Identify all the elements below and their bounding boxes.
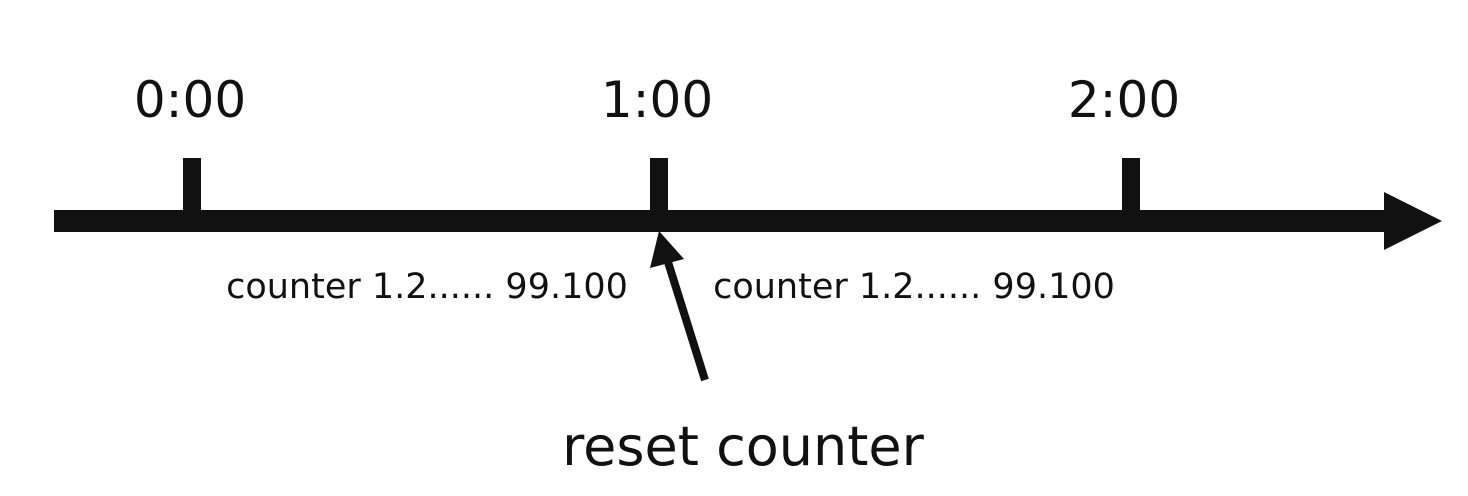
segment-label-1: counter 1.2...... 99.100 [713,267,1115,307]
tick-mark-2 [1122,158,1140,212]
tick-mark-1 [650,158,668,212]
callout-arrow-shaft [664,260,709,382]
timeline-axis [54,210,1394,232]
tick-label-0: 0:00 [134,71,246,129]
tick-mark-0 [183,158,201,212]
callout-arrow-head [650,231,684,268]
tick-label-1: 1:00 [601,71,713,129]
tick-label-2: 2:00 [1068,71,1180,129]
timeline-arrowhead [1384,192,1442,250]
callout-label: reset counter [562,415,925,478]
segment-label-0: counter 1.2...... 99.100 [226,267,628,307]
